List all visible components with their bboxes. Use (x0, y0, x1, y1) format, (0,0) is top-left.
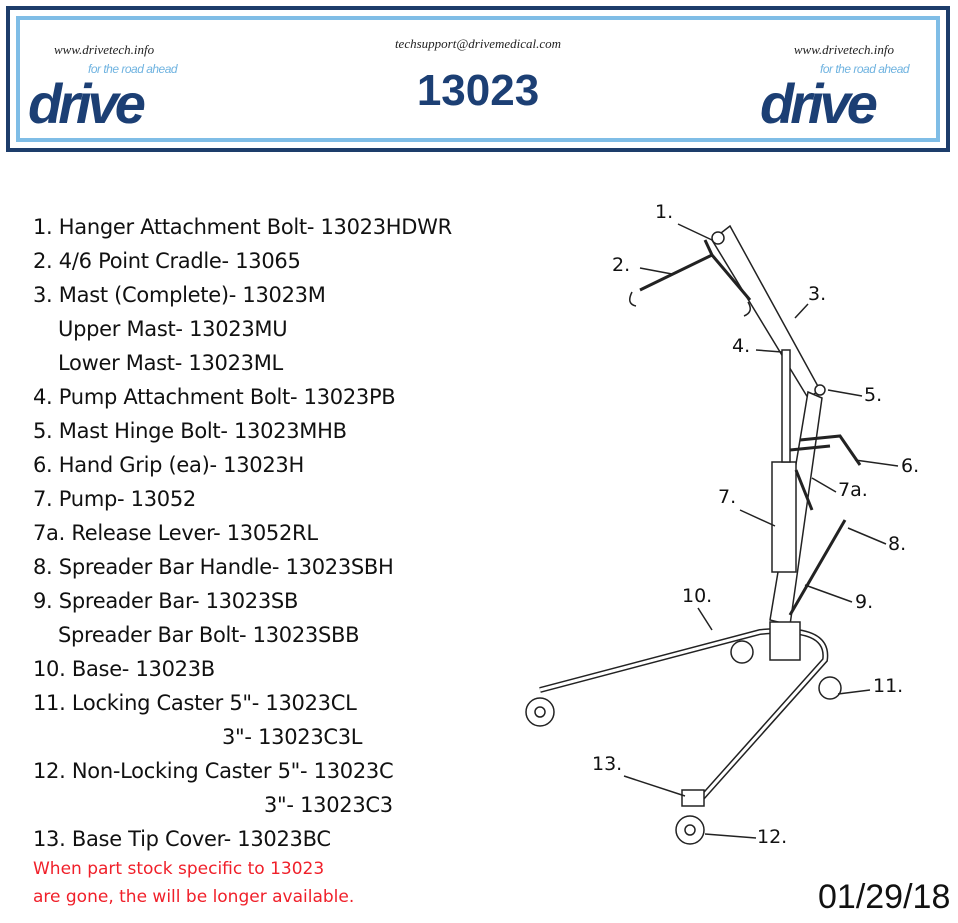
callout-3: 3. (808, 283, 827, 305)
part-item: 5. Mast Hinge Bolt- 13023MHB (33, 419, 347, 443)
cradle (639, 239, 752, 301)
part-item: 3. Mast (Complete)- 13023M (33, 283, 326, 307)
part-item: 3"- 13023C3L (222, 725, 363, 749)
callout-4: 4. (732, 335, 751, 357)
availability-note: are gone, the will be longer available. (33, 887, 355, 907)
callout-1: 1. (655, 201, 674, 223)
model-number: 13023 (416, 66, 540, 115)
part-item: 4. Pump Attachment Bolt- 13023PB (33, 385, 396, 409)
callout-5: 5. (864, 384, 883, 406)
website-right[interactable]: www.drivetech.info (793, 42, 894, 57)
spreader-bar (788, 519, 847, 616)
callout-2: 2. (612, 254, 631, 276)
callout-11: 11. (873, 675, 904, 697)
base-bracket (769, 621, 801, 661)
part-item: Lower Mast- 13023ML (58, 351, 283, 375)
part-item: 8. Spreader Bar Handle- 13023SBH (33, 555, 394, 579)
part-item: 1. Hanger Attachment Bolt- 13023HDWR (33, 215, 452, 239)
release-lever (794, 469, 814, 511)
callout-13: 13. (592, 753, 623, 775)
part-item: 11. Locking Caster 5"- 13023CL (33, 691, 357, 715)
callout-7a: 7a. (838, 479, 868, 501)
caster (525, 697, 555, 727)
callout-7: 7. (718, 486, 737, 508)
part-item: 10. Base- 13023B (33, 657, 215, 681)
base-tip-cover (681, 789, 705, 807)
callout-8: 8. (888, 533, 907, 555)
callout-9: 9. (855, 591, 874, 613)
part-item: 9. Spreader Bar- 13023SB (33, 589, 299, 613)
part-item: 13. Base Tip Cover- 13023BC (33, 827, 331, 851)
hinge-bolt (814, 384, 826, 396)
part-item: 7. Pump- 13052 (33, 487, 196, 511)
part-item: 2. 4/6 Point Cradle- 13065 (33, 249, 301, 273)
pump-rod (781, 349, 791, 463)
part-item: 6. Hand Grip (ea)- 13023H (33, 453, 304, 477)
part-item: Upper Mast- 13023MU (58, 317, 288, 341)
part-item: 3"- 13023C3 (264, 793, 393, 817)
base-fill (539, 629, 827, 801)
support-email[interactable]: techsupport@drivemedical.com (394, 36, 562, 51)
part-item: 7a. Release Lever- 13052RL (33, 521, 318, 545)
part-item: 12. Non-Locking Caster 5"- 13023C (33, 759, 394, 783)
pump-body (771, 461, 797, 573)
part-item: Spreader Bar Bolt- 13023SBB (58, 623, 360, 647)
callout-12: 12. (757, 826, 788, 848)
hanger-bolt-icon (711, 231, 725, 245)
cradle-hooks (629, 291, 751, 317)
upper-mast (711, 224, 821, 400)
leader-lines (623, 223, 899, 839)
header-banner: www.drivetech.info www.drivetech.info te… (6, 6, 950, 152)
callout-6: 6. (901, 455, 920, 477)
caster (730, 640, 754, 664)
website-left[interactable]: www.drivetech.info (54, 42, 155, 57)
caster (675, 815, 705, 845)
revision-date: 01/29/18 (818, 878, 951, 916)
hand-grip (789, 434, 862, 466)
availability-note: When part stock specific to 13023 (33, 859, 325, 879)
caster (818, 676, 842, 700)
callout-10: 10. (682, 585, 713, 607)
